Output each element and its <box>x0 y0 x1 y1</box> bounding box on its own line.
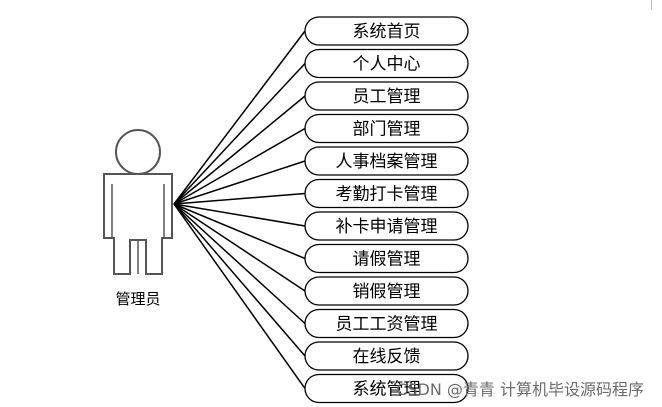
use-case-ellipse <box>304 113 469 144</box>
use-case-ellipse <box>304 308 469 339</box>
use-case: 员工工资管理 <box>304 308 469 339</box>
use-case-label: 系统管理 <box>353 380 421 400</box>
association-line <box>173 203 306 389</box>
use-case: 在线反馈 <box>304 341 469 371</box>
use-case: 部门管理 <box>304 113 469 144</box>
association-line <box>173 127 306 205</box>
use-case-ellipse <box>304 48 469 79</box>
use-case-ellipse <box>304 341 469 371</box>
use-case-ellipse <box>304 276 469 306</box>
use-case-label: 员工管理 <box>353 87 421 107</box>
use-case-label: 在线反馈 <box>353 347 421 367</box>
association-line <box>173 203 306 325</box>
use-case-label: 销假管理 <box>353 282 421 302</box>
use-case-ellipse <box>304 373 469 404</box>
use-case: 系统首页 <box>304 16 469 46</box>
association-line <box>173 203 306 357</box>
use-case: 请假管理 <box>304 243 469 274</box>
watermark: CSDN @青青 计算机毕设源码程序 <box>396 380 644 399</box>
use-case-ellipse <box>304 211 469 241</box>
association-line <box>173 62 306 205</box>
use-case-ellipse <box>304 243 469 274</box>
use-case-ellipse <box>304 16 469 46</box>
use-case-label: 人事档案管理 <box>336 152 438 172</box>
use-case-label: 考勤打卡管理 <box>336 185 438 205</box>
actor-label: 管理员 <box>115 290 160 308</box>
association-line <box>173 95 306 205</box>
use-case: 员工管理 <box>304 81 469 111</box>
use-case-ellipse <box>304 81 469 111</box>
use-case-label: 请假管理 <box>353 250 421 270</box>
association-line <box>173 203 306 227</box>
use-case-label: 部门管理 <box>353 120 421 140</box>
use-case-label: 个人中心 <box>353 55 421 75</box>
use-case: 个人中心 <box>304 48 469 79</box>
use-case-label: 员工工资管理 <box>336 315 438 335</box>
use-case-label: 系统首页 <box>353 22 421 42</box>
association-lines <box>173 30 306 389</box>
actor-head <box>115 129 161 175</box>
use-case-list: 系统首页个人中心员工管理部门管理人事档案管理考勤打卡管理补卡申请管理请假管理销假… <box>304 16 469 404</box>
association-line <box>173 203 306 260</box>
association-line <box>173 203 306 292</box>
association-line <box>173 30 306 205</box>
page-corner-mark <box>651 0 652 10</box>
use-case: 考勤打卡管理 <box>304 178 469 209</box>
use-case: 补卡申请管理 <box>304 211 469 241</box>
use-case-label: 补卡申请管理 <box>336 217 438 237</box>
actor-figure <box>103 129 173 275</box>
use-case: 销假管理 <box>304 276 469 306</box>
use-case: 人事档案管理 <box>304 146 469 176</box>
association-line <box>173 192 306 205</box>
use-case: 系统管理 <box>304 373 469 404</box>
association-line <box>173 160 306 205</box>
actor-body <box>103 173 173 275</box>
use-case-ellipse <box>304 178 469 209</box>
use-case-ellipse <box>304 146 469 176</box>
